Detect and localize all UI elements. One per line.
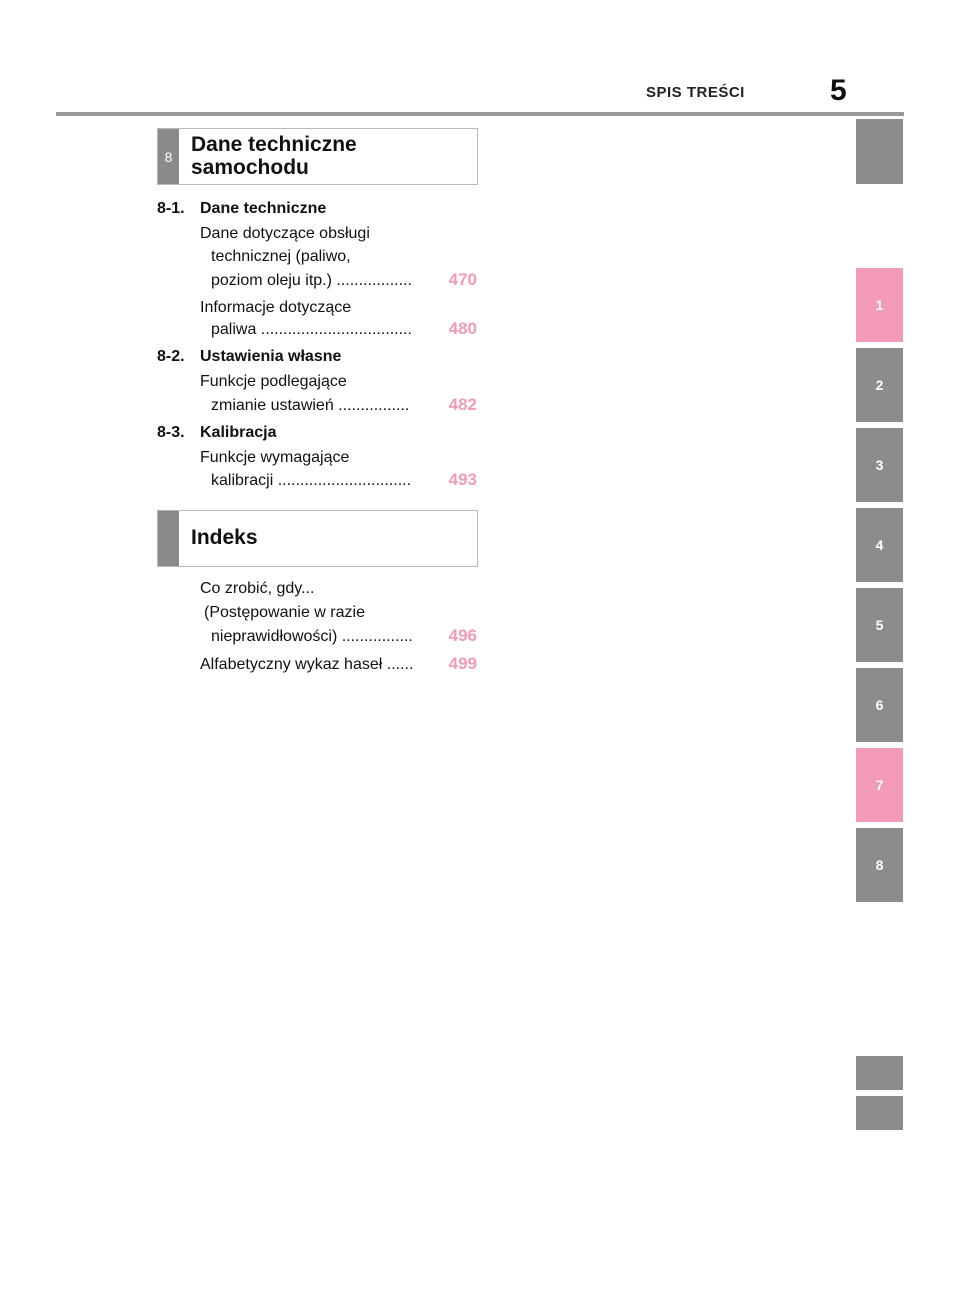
side-tab-5[interactable]: 5	[856, 588, 903, 662]
chapter-number: 8-3.	[157, 424, 185, 441]
toc-entry-470[interactable]: poziom oleju itp.) ................. 470	[157, 270, 477, 294]
side-tab-2[interactable]: 2	[856, 348, 903, 422]
toc-entry-line: (Postępowanie w razie	[157, 604, 477, 626]
section-bar	[158, 511, 179, 566]
side-tab-6[interactable]: 6	[856, 668, 903, 742]
entry-text: technicznej (paliwo,	[211, 248, 351, 265]
page-link[interactable]: 482	[448, 395, 477, 414]
section-title-line1: Dane techniczne	[191, 133, 357, 156]
toc-chapter-8-2[interactable]: 8-2. Ustawienia własne	[157, 348, 477, 370]
section-title-line2: samochodu	[191, 156, 309, 179]
page-header-title: SPIS TREŚCI	[646, 84, 745, 101]
chapter-number: 8-2.	[157, 348, 185, 365]
side-tab-1[interactable]: 1	[856, 268, 903, 342]
page-link[interactable]: 493	[448, 470, 477, 489]
section-number-bar: 8	[158, 129, 179, 184]
entry-text: Co zrobić, gdy...	[200, 580, 315, 597]
toc-entry-480[interactable]: paliwa .................................…	[157, 319, 477, 343]
toc-chapter-8-1[interactable]: 8-1. Dane techniczne	[157, 200, 477, 222]
index-section-header: Indeks	[157, 510, 478, 567]
chapter-title: Ustawienia własne	[200, 348, 342, 365]
header-divider	[56, 112, 904, 116]
side-tab-8[interactable]: 8	[856, 828, 903, 902]
entry-text: Alfabetyczny wykaz haseł ......	[200, 656, 414, 673]
entry-text: (Postępowanie w razie	[204, 604, 365, 621]
side-tab-bottom-1[interactable]	[856, 1056, 903, 1090]
toc-entry-line: Dane dotyczące obsługi	[157, 225, 477, 247]
side-tab-top[interactable]	[856, 119, 903, 184]
entry-text: Dane dotyczące obsługi	[200, 225, 370, 242]
entry-text: Informacje dotyczące	[200, 299, 352, 316]
entry-text: poziom oleju itp.) .................	[211, 272, 412, 289]
entry-text: nieprawidłowości) ................	[211, 628, 413, 645]
toc-entry-line: Co zrobić, gdy...	[157, 580, 477, 602]
page-number: 5	[830, 74, 847, 107]
toc-entry-line: Informacje dotyczące	[157, 299, 477, 321]
entry-text: paliwa .................................…	[211, 321, 412, 338]
toc-entry-line: technicznej (paliwo,	[157, 248, 477, 270]
toc-entry-493[interactable]: kalibracji .............................…	[157, 470, 477, 494]
section-8-header: 8 Dane techniczne samochodu	[157, 128, 478, 185]
toc-entry-482[interactable]: zmianie ustawień ................ 482	[157, 395, 477, 419]
page-link[interactable]: 496	[448, 626, 477, 645]
entry-text: zmianie ustawień ................	[211, 397, 410, 414]
page-link[interactable]: 470	[448, 270, 477, 289]
toc-entry-499[interactable]: Alfabetyczny wykaz haseł ...... 499	[157, 654, 477, 678]
chapter-title: Kalibracja	[200, 424, 277, 441]
entry-text: Funkcje podlegające	[200, 373, 347, 390]
toc-chapter-8-3[interactable]: 8-3. Kalibracja	[157, 424, 477, 446]
chapter-number: 8-1.	[157, 200, 185, 217]
entry-text: Funkcje wymagające	[200, 449, 350, 466]
side-tab-bottom-2[interactable]	[856, 1096, 903, 1130]
side-tab-4[interactable]: 4	[856, 508, 903, 582]
toc-entry-line: Funkcje podlegające	[157, 373, 477, 395]
side-tab-7[interactable]: 7	[856, 748, 903, 822]
page-link[interactable]: 480	[448, 319, 477, 338]
entry-text: kalibracji .............................…	[211, 472, 412, 489]
index-title: Indeks	[191, 526, 258, 549]
chapter-title: Dane techniczne	[200, 200, 327, 217]
page-link[interactable]: 499	[448, 654, 477, 673]
toc-entry-line: Funkcje wymagające	[157, 449, 477, 471]
side-tab-3[interactable]: 3	[856, 428, 903, 502]
toc-entry-496[interactable]: nieprawidłowości) ................ 496	[157, 626, 477, 650]
